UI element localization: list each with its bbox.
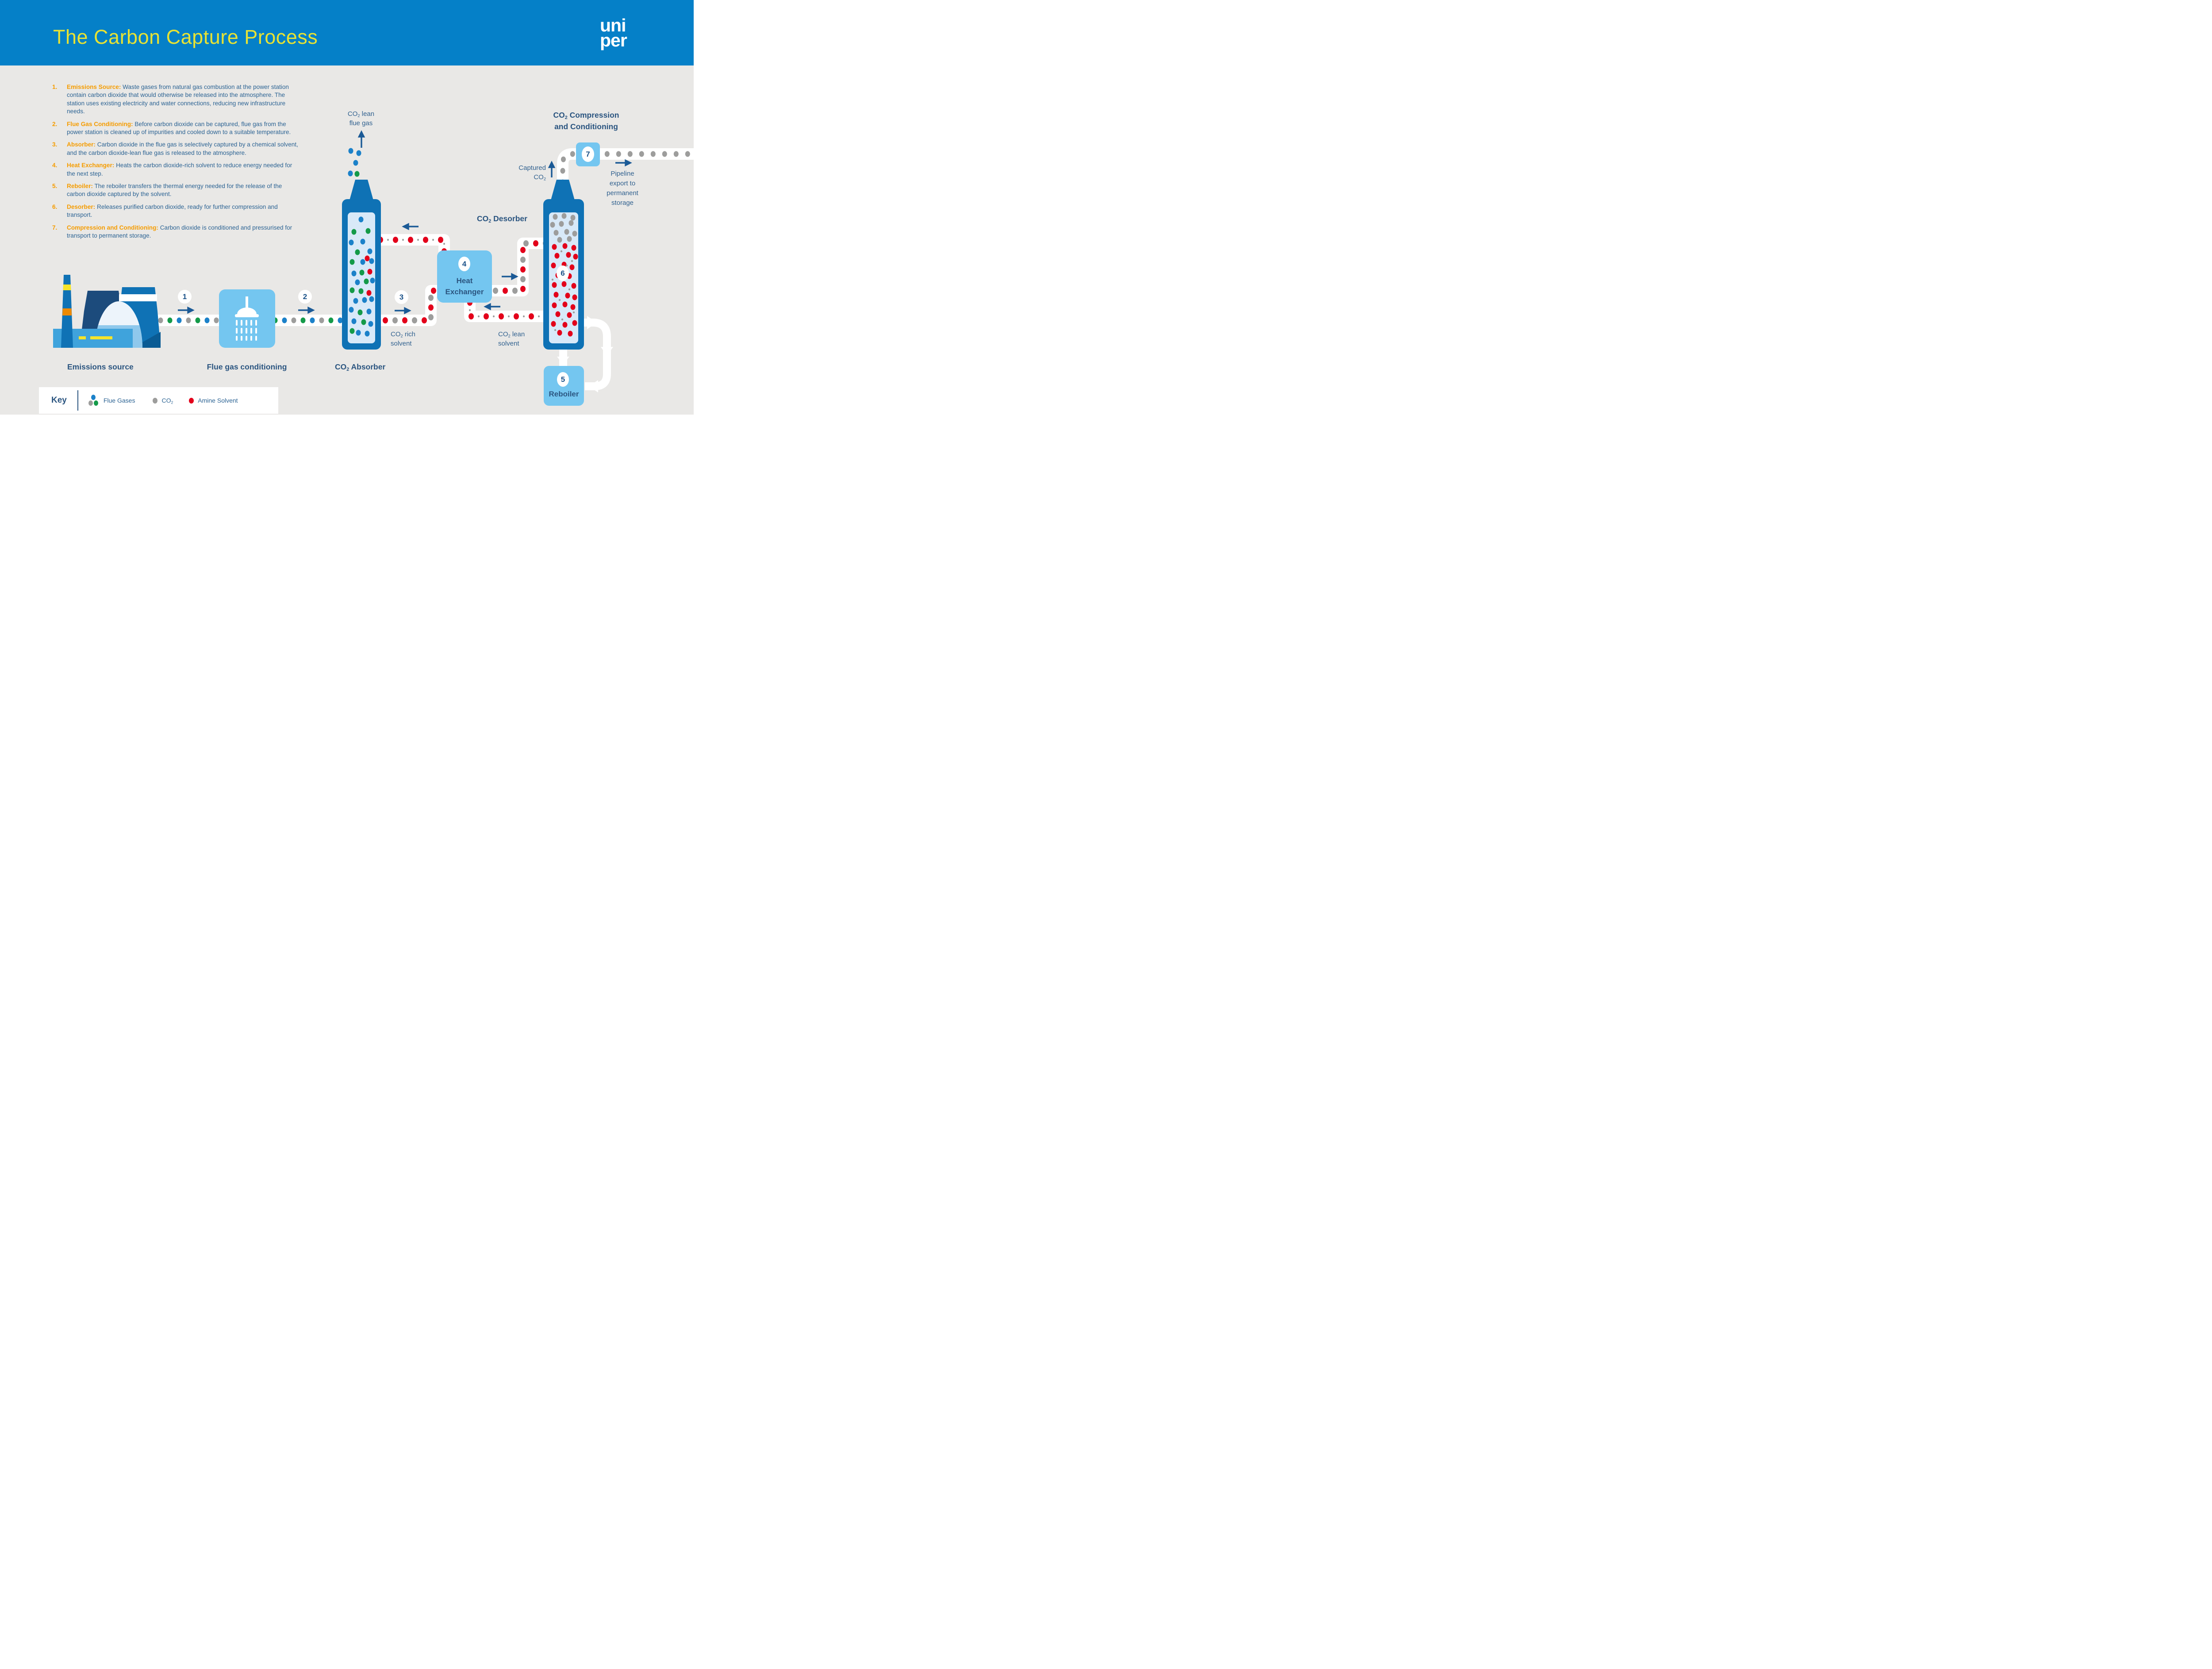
uniper-logo: uni per (600, 15, 627, 50)
step-marker-6: 6 (557, 265, 569, 281)
step-marker-7: 7 (582, 146, 594, 162)
up-arrow-icon (548, 161, 556, 177)
right-arrow-icon (298, 306, 315, 314)
desorber-interior (549, 212, 578, 343)
left-arrow-icon (402, 223, 419, 231)
step-lead: Emissions Source: (67, 84, 121, 90)
step-item-6: 6. Desorber: Releases purified carbon di… (52, 203, 301, 219)
uniper-logo-line2: per (600, 30, 627, 50)
up-arrow-icon (357, 130, 365, 148)
shower-icon (235, 296, 259, 341)
page-title: The Carbon Capture Process (53, 26, 318, 48)
right-arrow-icon (615, 159, 632, 167)
reboiler-loop-pipe (583, 319, 611, 390)
step-item-1: 1. Emissions Source: Waste gases from na… (52, 83, 301, 116)
step-item-5: 5. Reboiler: The reboiler transfers the … (52, 182, 301, 199)
co2-swatch-icon (153, 397, 158, 404)
right-arrow-icon (502, 273, 518, 281)
step-marker-4: 4 (458, 257, 470, 271)
absorber-interior (348, 212, 375, 343)
left-arrow-icon (484, 303, 500, 311)
step-marker-5: 5 (557, 372, 569, 387)
left-arrow-icon (589, 380, 598, 392)
step-number: 1. (52, 84, 58, 90)
step-number: 5. (52, 183, 58, 190)
desorber-label: CO2 Desorber (477, 214, 527, 224)
uniper-logo-line1: uni (600, 15, 626, 35)
step-lead: Desorber: (67, 203, 96, 210)
flue-gas-conditioning-label: Flue gas conditioning (207, 362, 287, 371)
key-divider (77, 390, 78, 411)
step-text: Releases purified carbon dioxide, ready … (67, 203, 278, 219)
key-panel: Key Flue Gases CO2 Amine Solvent (39, 387, 278, 414)
rising-flue-gas-dots (348, 148, 361, 177)
step-number: 2. (52, 120, 58, 127)
reboiler-label: Reboiler (549, 390, 579, 398)
step-lead: Absorber: (67, 141, 96, 148)
step-text: Carbon dioxide in the flue gas is select… (67, 141, 298, 156)
step-text: Waste gases from natural gas combustion … (67, 84, 289, 115)
right-arrow-icon (178, 306, 195, 314)
step-text: Before carbon dioxide can be captured, f… (67, 120, 291, 136)
step-lead: Reboiler: (67, 183, 93, 190)
step-number: 7. (52, 224, 58, 231)
key-item-amine-solvent: Amine Solvent (189, 397, 238, 404)
chimney (61, 275, 73, 348)
absorber-label: CO2 Absorber (335, 362, 386, 373)
step-item-3: 3. Absorber: Carbon dioxide in the flue … (52, 141, 301, 157)
key-item-co2: CO2 (153, 397, 173, 404)
step-text: The reboiler transfers the thermal energ… (67, 183, 282, 198)
right-arrow-icon (587, 316, 597, 329)
step-item-2: 2. Flue Gas Conditioning: Before carbon … (52, 120, 301, 137)
amine-solvent-swatch-icon (189, 397, 194, 404)
step-marker-3: 3 (395, 290, 408, 304)
step-number: 4. (52, 162, 58, 169)
step-item-7: 7. Compression and Conditioning: Carbon … (52, 224, 301, 240)
key-title: Key (51, 396, 67, 405)
step-marker-1: 1 (178, 290, 192, 304)
key-item-flue-gases: Flue Gases (87, 394, 135, 407)
emissions-source-label: Emissions source (67, 362, 134, 371)
step-marker-2: 2 (298, 290, 312, 304)
infographic-canvas: The Carbon Capture Process uni per 1. Em… (0, 0, 694, 415)
pipes-layer (128, 130, 694, 392)
key-label: Amine Solvent (198, 397, 238, 404)
header-banner: The Carbon Capture Process uni per (0, 0, 694, 65)
power-plant-illustration (53, 275, 161, 348)
absorber-particles (349, 216, 375, 337)
step-lead: Heat Exchanger: (67, 162, 115, 169)
flue-gases-swatch-icon (88, 395, 98, 406)
down-arrow-icon (601, 347, 613, 356)
right-arrow-icon (395, 307, 411, 315)
pipe-dots (130, 151, 690, 323)
down-arrow-icon (557, 357, 569, 365)
step-lead: Compression and Conditioning: (67, 224, 158, 231)
key-label: Flue Gases (103, 397, 135, 404)
process-steps-list: 1. Emissions Source: Waste gases from na… (52, 83, 301, 245)
step-text: Carbon dioxide is conditioned and pressu… (67, 224, 292, 239)
step-text: Heats the carbon dioxide-rich solvent to… (67, 162, 292, 177)
step-item-4: 4. Heat Exchanger: Heats the carbon diox… (52, 162, 301, 178)
step-number: 3. (52, 141, 58, 148)
step-number: 6. (52, 203, 58, 210)
step-lead: Flue Gas Conditioning: (67, 120, 133, 127)
key-label: CO2 (161, 397, 173, 405)
